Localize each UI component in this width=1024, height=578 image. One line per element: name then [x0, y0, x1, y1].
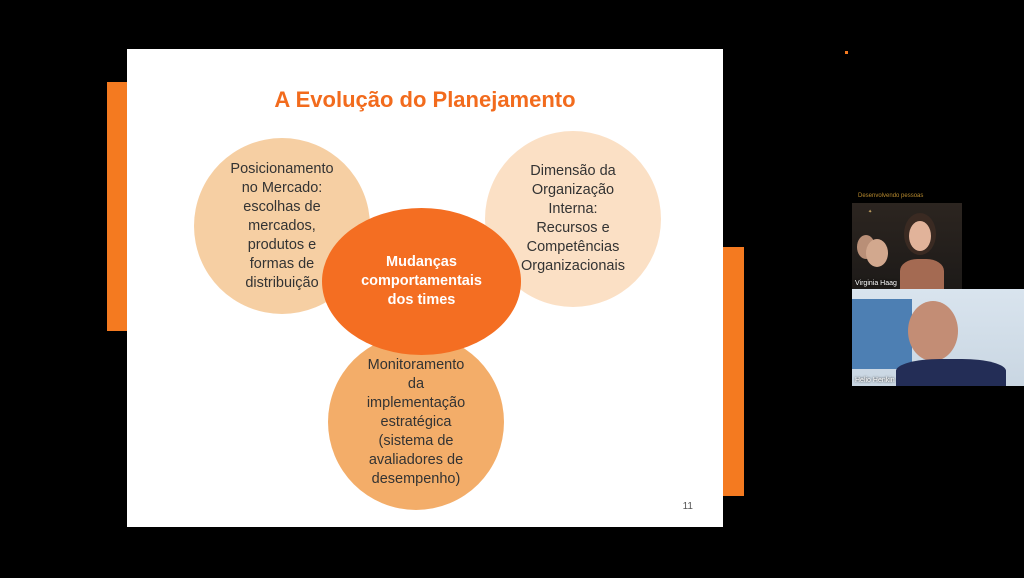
circle-behavioral-changes: Mudanças comportamentais dos times [322, 208, 521, 355]
participant-tile-helio[interactable]: Helio Henkin [852, 289, 1024, 386]
participant-face-icon [908, 301, 958, 361]
circle-internal-organization: Dimensão da Organização Interna: Recurso… [485, 131, 661, 307]
participant-shoulders-icon [900, 259, 944, 289]
participant-tile-virginia[interactable]: ✦ Virginia Haag [852, 203, 962, 289]
slide-page-number: 11 [682, 501, 693, 512]
recording-indicator-dot [845, 51, 848, 54]
participant-name-label: Virginia Haag [855, 280, 897, 287]
circle-behavioral-changes-text: Mudanças comportamentais dos times [361, 254, 482, 308]
wall-map-icon [852, 299, 912, 369]
left-orange-accent-bar [107, 82, 127, 331]
circle-market-positioning-text: Posicionamento no Mercado: escolhas de m… [230, 160, 334, 291]
circle-internal-organization-text: Dimensão da Organização Interna: Recurso… [521, 163, 625, 274]
brand-logo-icon: ✦ [868, 209, 873, 215]
participant-face-icon [909, 221, 931, 251]
brand-caption: Desenvolvendo pessoas [858, 193, 924, 199]
circle-strategy-monitoring-text: Monitoramento da implementação estratégi… [366, 356, 466, 487]
slide-title: A Evolução do Planejamento [274, 87, 576, 112]
participant-shoulders-icon [896, 359, 1006, 386]
participant-avatar-icon [866, 239, 888, 267]
circle-market-positioning: Posicionamento no Mercado: escolhas de m… [194, 138, 370, 314]
circle-strategy-monitoring: Monitoramento da implementação estratégi… [328, 334, 504, 510]
right-orange-accent-bar [722, 247, 744, 496]
presentation-slide: A Evolução do Planejamento Posicionament… [127, 49, 723, 527]
participant-name-label: Helio Henkin [855, 377, 895, 384]
